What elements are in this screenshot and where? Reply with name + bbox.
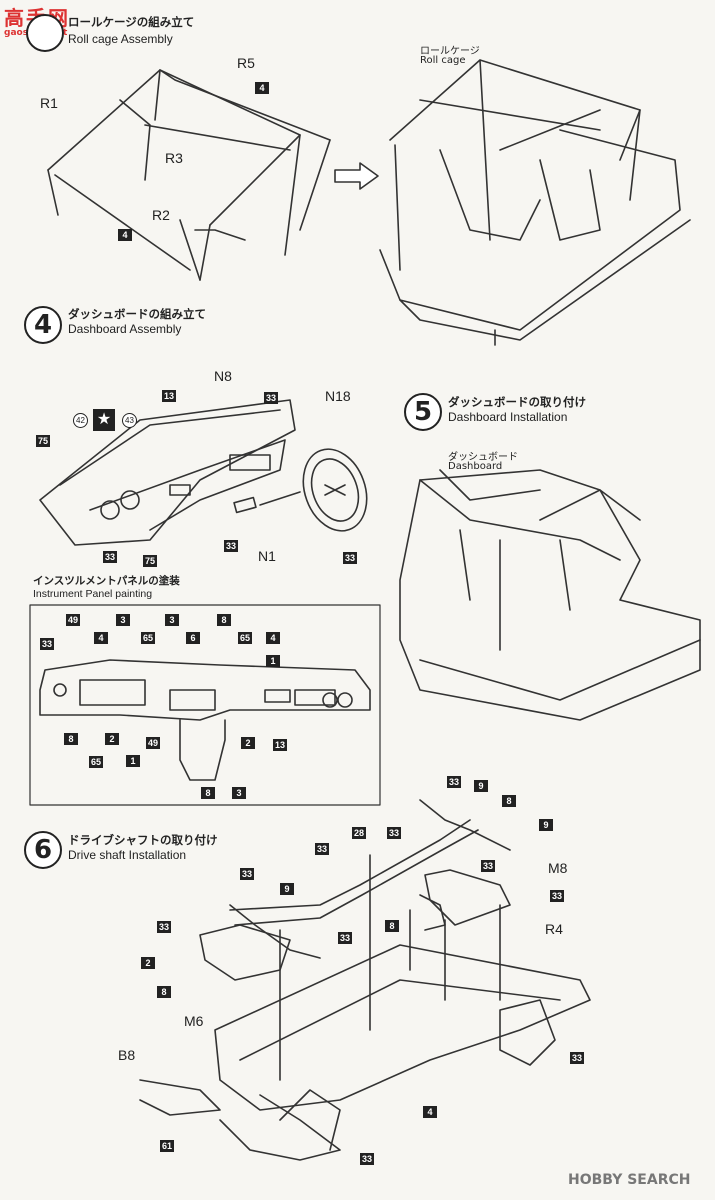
color-code: 33 [315,843,329,855]
part-r2: R2 [152,207,170,223]
step-5-title-en: Dashboard Installation [448,410,568,424]
color-code-circled: 42 [73,413,88,428]
part-r3: R3 [165,150,183,166]
color-code: 33 [103,551,117,563]
roll-cage-label-en: Roll cage [420,55,466,66]
color-code: 75 [36,435,50,447]
panel-title-jp: インスツルメントパネルの塗装 [33,575,180,587]
color-code: 49 [66,614,80,626]
color-code: 8 [502,795,516,807]
step-4-title-jp: ダッシュボードの組み立て [68,307,206,321]
color-code: 33 [157,921,171,933]
color-code: 2 [241,737,255,749]
color-code: 9 [280,883,294,895]
color-code-circled: 43 [122,413,137,428]
panel-title-en: Instrument Panel painting [33,588,153,600]
color-code: 8 [157,986,171,998]
color-code: 65 [238,632,252,644]
color-code: 65 [89,756,103,768]
color-code: 33 [40,638,54,650]
color-code: 33 [360,1153,374,1165]
color-code: 33 [343,552,357,564]
color-code: 28 [352,827,366,839]
color-code: 61 [160,1140,174,1152]
star-icon: ★ [93,409,115,431]
step-5-title-jp: ダッシュボードの取り付け [448,395,586,409]
step-4-title-en: Dashboard Assembly [68,322,182,336]
color-code: 65 [141,632,155,644]
color-code: 1 [126,755,140,767]
step-6-number-badge: 6 [24,831,62,869]
color-code: 4 [266,632,280,644]
color-code: 8 [64,733,78,745]
step-3-title-en: Roll cage Assembly [68,32,173,46]
part-n8: N8 [214,368,232,384]
color-code: 8 [201,787,215,799]
color-code: 33 [338,932,352,944]
color-code: 13 [273,739,287,751]
color-code: 4 [94,632,108,644]
step-5-number-badge: 5 [404,393,442,431]
color-code: 9 [539,819,553,831]
color-code: 4 [118,229,132,241]
part-m6: M6 [184,1013,204,1029]
part-b8: B8 [118,1047,136,1063]
color-code: 6 [186,632,200,644]
color-code: 1 [266,655,280,667]
hobbysearch-watermark-logo: HOBBY SEARCH [568,1172,691,1188]
color-code: 33 [570,1052,584,1064]
step-3-number-badge [26,14,64,52]
color-code: 4 [423,1106,437,1118]
step-6-title-jp: ドライブシャフトの取り付け [68,833,218,847]
color-code: 13 [162,390,176,402]
part-r5: R5 [237,55,255,71]
color-code: 4 [255,82,269,94]
part-m8: M8 [548,860,568,876]
part-r4: R4 [545,921,563,937]
step-4-number-badge: 4 [24,306,62,344]
color-code: 8 [217,614,231,626]
step-3-title-jp: ロールケージの組み立て [68,15,195,29]
color-code: 3 [116,614,130,626]
color-code: 33 [240,868,254,880]
color-code: 49 [146,737,160,749]
color-code: 33 [387,827,401,839]
color-code: 2 [105,733,119,745]
color-code: 33 [264,392,278,404]
color-code: 8 [385,920,399,932]
part-r1: R1 [40,95,58,111]
step-6-title-en: Drive shaft Installation [68,848,187,862]
color-code: 33 [224,540,238,552]
part-n1: N1 [258,548,276,564]
dashboard-label-en: Dashboard [448,461,503,472]
roll-cage-label-jp: ロールケージ [420,46,480,57]
dashboard-label-jp: ダッシュボード [448,452,518,463]
color-code: 75 [143,555,157,567]
color-code: 9 [474,780,488,792]
color-code: 33 [550,890,564,902]
color-code: 2 [141,957,155,969]
color-code: 3 [165,614,179,626]
color-code: 33 [447,776,461,788]
color-code: 33 [481,860,495,872]
color-code: 3 [232,787,246,799]
part-n18: N18 [325,388,351,404]
